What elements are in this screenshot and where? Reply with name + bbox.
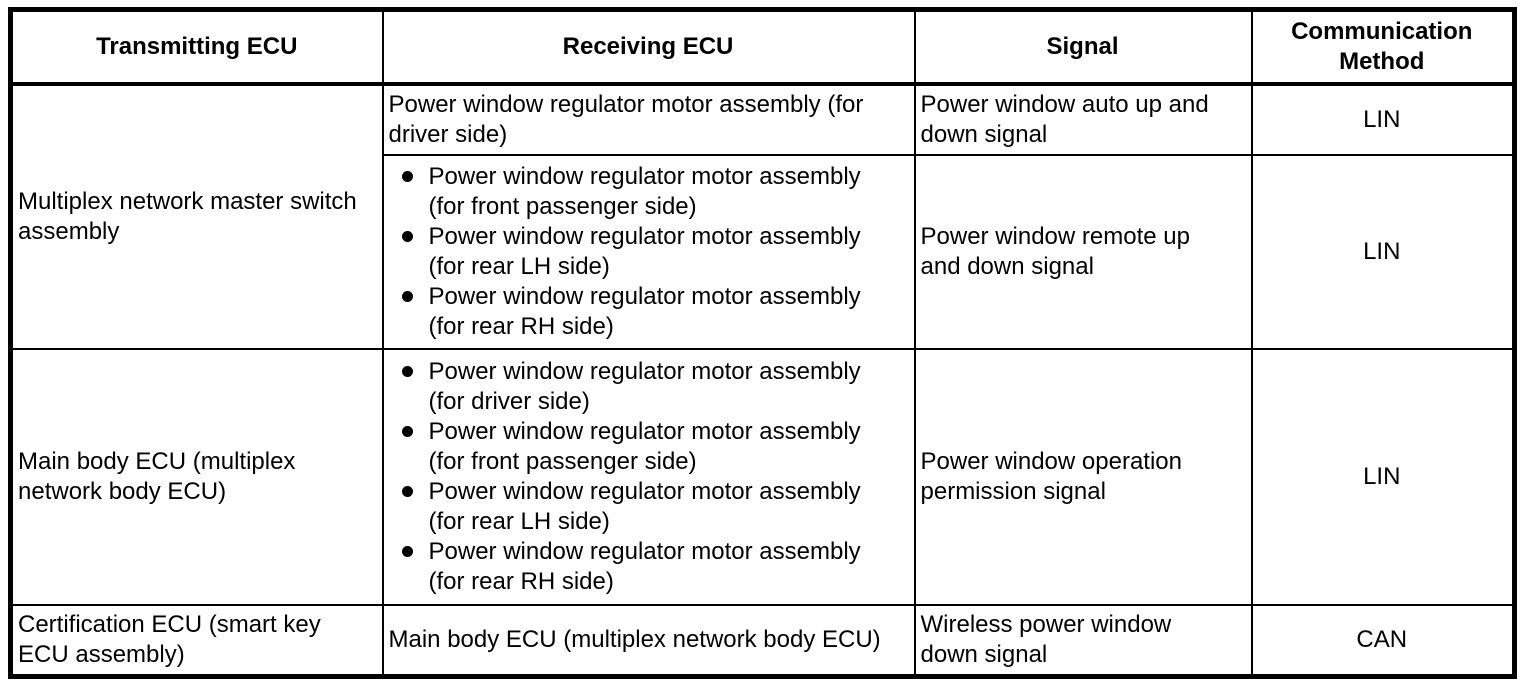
header-row: Transmitting ECU Receiving ECU Signal Co… xyxy=(9,8,1516,86)
list-item-label: Power window regulator motor assembly (f… xyxy=(428,283,861,340)
list-item-label: Power window regulator motor assembly (f… xyxy=(428,418,861,475)
header-signal: Signal xyxy=(913,8,1253,86)
cell-signal-wireless-down: Wireless power window down signal xyxy=(913,604,1253,678)
header-receiving-ecu: Receiving ECU xyxy=(381,8,916,86)
list-item-label: Power window regulator motor assembly (f… xyxy=(428,538,861,595)
cell-transmitting-certification-ecu: Certification ECU (smart key ECU assembl… xyxy=(9,604,384,678)
cell-signal-remote-up-down: Power window remote up and down signal xyxy=(913,154,1253,350)
cell-receiving-remote-list: Power window regulator motor assembly (f… xyxy=(381,154,916,350)
table-row: Power window regulator motor assembly (f… xyxy=(11,154,1516,350)
table-row: Multiplex network master switch assembly… xyxy=(9,83,1516,350)
list-item: Power window regulator motor assembly (f… xyxy=(389,417,908,477)
list-item-label: Power window regulator motor assembly (f… xyxy=(428,223,861,280)
table-row: Main body ECU (multiplex network body EC… xyxy=(9,348,1516,606)
list-item: Power window regulator motor assembly (f… xyxy=(389,477,908,537)
receiving-ecu-list: Power window regulator motor assembly (f… xyxy=(389,357,908,597)
cell-receiving-driver-side: Power window regulator motor assembly (f… xyxy=(381,83,916,156)
bullet-icon xyxy=(401,171,413,182)
cell-method-can: CAN xyxy=(1250,604,1516,678)
bullet-icon xyxy=(401,426,413,437)
list-item-label: Power window regulator motor assembly (f… xyxy=(428,478,861,535)
cell-receiving-permission-list: Power window regulator motor assembly (f… xyxy=(381,348,916,606)
cell-receiving-main-body-ecu: Main body ECU (multiplex network body EC… xyxy=(381,604,916,678)
table-row: Certification ECU (smart key ECU assembl… xyxy=(9,604,1516,678)
bullet-icon xyxy=(401,486,413,497)
list-item-label: Power window regulator motor assembly (f… xyxy=(428,163,861,220)
ecu-communication-table: Transmitting ECU Receiving ECU Signal Co… xyxy=(8,7,1517,679)
bullet-icon xyxy=(401,366,413,377)
cell-method-lin-1: LIN xyxy=(1250,83,1516,156)
list-item: Power window regulator motor assembly (f… xyxy=(389,357,908,417)
cell-transmitting-main-body-ecu: Main body ECU (multiplex network body EC… xyxy=(9,348,384,606)
cell-signal-auto-up-down: Power window auto up and down signal xyxy=(913,83,1253,156)
cell-signal-operation-permission: Power window operation permission signal xyxy=(913,348,1253,606)
header-transmitting-ecu: Transmitting ECU xyxy=(9,8,384,86)
cell-method-lin-3: LIN xyxy=(1250,348,1516,606)
list-item: Power window regulator motor assembly (f… xyxy=(389,162,908,222)
cell-transmitting-multiplex-master-switch: Multiplex network master switch assembly xyxy=(9,83,384,350)
header-communication-method: Communication Method xyxy=(1250,8,1516,86)
bullet-icon xyxy=(401,231,413,242)
list-item: Power window regulator motor assembly (f… xyxy=(389,222,908,282)
receiving-ecu-list: Power window regulator motor assembly (f… xyxy=(389,162,908,342)
cell-method-lin-2: LIN xyxy=(1250,154,1516,350)
bullet-icon xyxy=(401,546,413,557)
list-item-label: Power window regulator motor assembly (f… xyxy=(428,358,861,415)
list-item: Power window regulator motor assembly (f… xyxy=(389,282,908,342)
bullet-icon xyxy=(401,291,413,302)
list-item: Power window regulator motor assembly (f… xyxy=(389,537,908,597)
